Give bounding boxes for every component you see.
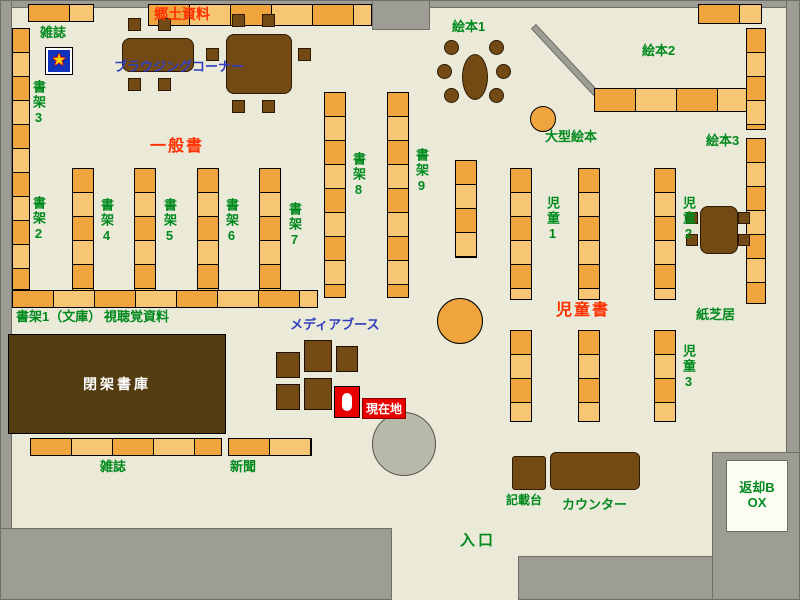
star-marker-icon: ★ [46, 48, 72, 74]
media-booth [304, 340, 332, 372]
children-1-label: 児童1 [544, 196, 560, 243]
chair [232, 100, 245, 113]
current-person-icon [342, 393, 352, 411]
media-booth [336, 346, 358, 372]
chair [262, 14, 275, 27]
browsing-table-2 [226, 34, 292, 94]
children-books-label: 児童書 [556, 302, 611, 319]
current-location-badge: 現在地 [362, 398, 407, 419]
children-table [700, 206, 738, 254]
entrance-label: 入口 [460, 532, 497, 549]
return-box-label: 返却BOX [739, 480, 775, 510]
writing-desk-label: 記載台 [506, 493, 543, 507]
stool [444, 88, 459, 103]
closed-stacks-room: 閉架書庫 [8, 334, 226, 434]
shelf-6 [197, 168, 219, 298]
round-display-table [437, 298, 483, 344]
stool [489, 40, 504, 55]
shelf-6-label: 書架6 [223, 198, 239, 245]
media-booth [304, 378, 332, 410]
chair [158, 18, 171, 31]
chair [262, 100, 275, 113]
stool [444, 40, 459, 55]
large-picture-books-label: 大型絵本 [545, 129, 598, 144]
chair [206, 48, 219, 61]
shelf-newspapers [228, 438, 312, 456]
chair [158, 78, 171, 91]
shelf-8-label: 書架8 [350, 152, 366, 199]
wall-left [0, 0, 12, 530]
return-box-area: 返却BOX [726, 460, 788, 532]
shelf-children-2 [654, 168, 676, 300]
shelf-center-small [455, 160, 477, 258]
stool [489, 88, 504, 103]
shelf-9 [387, 92, 409, 298]
picture-books-1-label: 絵本1 [452, 19, 486, 34]
shelf-top-right-corner [698, 4, 762, 24]
shelf-picture-books-2 [594, 88, 758, 112]
shelf-3-label: 書架3 [30, 80, 46, 127]
shelf-5-label: 書架5 [161, 198, 177, 245]
chair [738, 234, 750, 246]
writing-desk [512, 456, 546, 490]
picture-books-1-table [462, 54, 488, 100]
browsing-corner-label: ブラウジングコーナー [114, 59, 245, 74]
local-materials-label: 郷土資料 [154, 6, 210, 22]
shelf-children-3-a [510, 330, 532, 422]
kamishibai-label: 紙芝居 [696, 307, 736, 322]
shelf-8 [324, 92, 346, 298]
shelf-local-materials [148, 4, 372, 26]
media-booth [276, 352, 300, 378]
children-3-label: 児童3 [680, 344, 696, 391]
media-booth-label: メディアブース [290, 317, 380, 332]
counter-label: カウンター [562, 497, 628, 512]
wall-top-center [372, 0, 430, 30]
browsing-table-1 [122, 38, 194, 72]
chair [738, 212, 750, 224]
chair [128, 78, 141, 91]
picture-books-2-label: 絵本2 [642, 43, 676, 58]
shelf-5 [134, 168, 156, 298]
chair [686, 212, 698, 224]
shelf-children-3-c [654, 330, 676, 422]
chair [298, 48, 311, 61]
shelf-1-bunko-label: 書架1（文庫） [16, 309, 102, 324]
media-booth [276, 384, 300, 410]
shelf-right-upper [746, 28, 766, 130]
closed-stacks-label: 閉架書庫 [83, 376, 151, 392]
shelf-children-1-left [510, 168, 532, 300]
chair [128, 18, 141, 31]
chair [686, 234, 698, 246]
shelf-magazines-bottom [30, 438, 222, 456]
shelf-children-1-right [578, 168, 600, 300]
chair [232, 14, 245, 27]
shelf-9-label: 書架9 [413, 148, 429, 195]
wall-diagonal [530, 24, 599, 97]
children-2-label: 児童2 [680, 196, 696, 243]
stool [437, 64, 452, 79]
picture-books-3-label: 絵本3 [706, 133, 740, 148]
general-books-label: 一般書 [150, 138, 205, 155]
pillar [372, 412, 436, 476]
media-booth-current [334, 386, 360, 418]
stool [496, 64, 511, 79]
shelf-2-label: 書架2 [30, 196, 46, 243]
wall-bottom-left [0, 528, 392, 600]
shelf-magazines-top [28, 4, 94, 22]
large-picture-books-stand [530, 106, 556, 132]
audiovisual-label: 視聴覚資料 [104, 309, 170, 324]
counter-desk [550, 452, 640, 490]
shelf-1-bunko [12, 290, 318, 308]
shelf-children-3-b [578, 330, 600, 422]
newspapers-label: 新聞 [230, 459, 257, 474]
shelf-4-label: 書架4 [98, 198, 114, 245]
shelf-7-label: 書架7 [286, 202, 302, 249]
wall-right [786, 0, 800, 460]
shelf-4 [72, 168, 94, 298]
shelf-left-wall [12, 28, 30, 290]
magazines-top-label: 雑誌 [40, 25, 67, 40]
magazines-bottom-label: 雑誌 [100, 459, 127, 474]
shelf-7 [259, 168, 281, 298]
